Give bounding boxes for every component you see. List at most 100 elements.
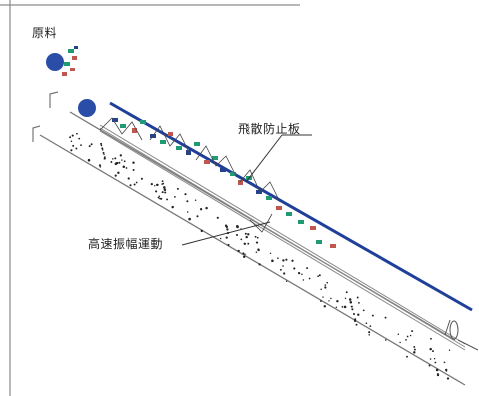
fine-dot: [163, 186, 166, 189]
figure-frame: [0, 0, 300, 396]
fine-dot: [196, 215, 199, 218]
anti-scatter-leader: [245, 134, 283, 183]
fine-dot: [164, 191, 167, 194]
fine-dot: [118, 161, 121, 164]
particle: [132, 128, 137, 133]
fine-dot: [397, 333, 400, 335]
fine-dot: [282, 265, 284, 267]
fine-dot: [225, 236, 228, 239]
fine-dot: [101, 147, 104, 150]
fine-dot: [330, 297, 332, 300]
fine-dot: [184, 193, 187, 196]
fine-dot: [227, 243, 230, 246]
fine-dot: [405, 339, 407, 341]
fine-dot: [428, 364, 431, 367]
fine-dot: [279, 268, 282, 271]
fine-dot: [341, 306, 344, 308]
particle: [186, 150, 191, 155]
particle: [266, 196, 272, 200]
fine-dot: [125, 167, 128, 169]
fine-dot: [355, 323, 358, 326]
fine-dot: [226, 228, 229, 231]
fine-dot: [87, 158, 91, 162]
fine-dot: [129, 184, 132, 187]
fine-dot: [324, 286, 327, 289]
fine-dot: [101, 149, 104, 151]
fine-dot: [357, 313, 360, 316]
fine-dot: [348, 298, 352, 301]
fine-dot: [123, 160, 126, 163]
chute-end-marks: [444, 319, 479, 351]
fine-dot: [244, 253, 246, 255]
fine-dot: [343, 305, 347, 309]
bounce-trajectories: [99, 117, 281, 233]
fine-dot: [70, 140, 73, 143]
fine-dot: [99, 165, 102, 168]
particle: [238, 180, 243, 185]
fine-dot: [271, 259, 274, 263]
fine-dot: [413, 351, 416, 354]
fine-dot: [435, 368, 439, 372]
fine-dot: [188, 217, 191, 221]
fine-dot: [437, 372, 439, 375]
fine-dot: [317, 275, 319, 278]
fine-dot: [176, 187, 179, 190]
fine-dot: [257, 249, 260, 252]
fine-dot: [163, 188, 167, 191]
fine-dot: [244, 232, 247, 235]
fine-dot: [112, 158, 114, 160]
fine-dot: [255, 241, 259, 244]
particle: [168, 132, 173, 136]
fine-dot: [365, 322, 368, 325]
fine-dot: [293, 267, 296, 270]
fine-dot: [155, 190, 158, 193]
fine-dot: [98, 164, 101, 167]
particle: [70, 68, 75, 71]
fine-dot: [110, 161, 113, 163]
fine-dot: [199, 208, 203, 211]
fine-dot: [356, 296, 359, 299]
fine-dot: [114, 174, 117, 177]
fine-dot: [282, 259, 285, 262]
particle: [194, 142, 200, 146]
particle: [298, 220, 304, 224]
particle: [220, 168, 226, 172]
fine-dot: [186, 200, 189, 203]
fine-dot: [258, 263, 261, 266]
fine-dot: [75, 147, 78, 150]
fine-dot: [411, 330, 414, 333]
fine-dot: [115, 161, 119, 165]
fine-dot: [132, 169, 135, 171]
fine-dot: [247, 242, 250, 245]
fine-dot: [219, 237, 222, 240]
fine-dot: [100, 144, 103, 147]
fine-dot: [318, 274, 321, 277]
fine-dot: [301, 273, 303, 275]
fine-dot: [157, 196, 160, 199]
fine-dot: [256, 236, 259, 239]
fine-dot: [140, 177, 143, 180]
chute-lower-edge: [39, 134, 466, 386]
fine-dot: [240, 238, 243, 241]
fine-dot: [78, 137, 81, 140]
particle: [74, 46, 78, 49]
anti-scatter-plate-label: 飛散防止板: [238, 122, 301, 136]
fine-dot: [161, 183, 163, 185]
fine-dot: [243, 242, 247, 246]
particle: [230, 172, 236, 176]
fine-dot: [103, 153, 105, 155]
fine-dot: [242, 252, 245, 255]
fine-dot: [349, 300, 353, 304]
fine-dot: [291, 259, 294, 262]
fine-dot: [302, 279, 305, 281]
fine-dot: [326, 281, 329, 284]
fine-dot: [235, 233, 239, 237]
fine-particle-dots: [69, 132, 451, 380]
fine-dot: [406, 355, 408, 358]
fine-dot: [133, 183, 136, 186]
fine-dot: [320, 288, 322, 290]
fine-dot: [336, 300, 339, 303]
fine-dot: [216, 216, 219, 219]
fine-dot: [119, 154, 122, 157]
particle: [276, 206, 282, 210]
